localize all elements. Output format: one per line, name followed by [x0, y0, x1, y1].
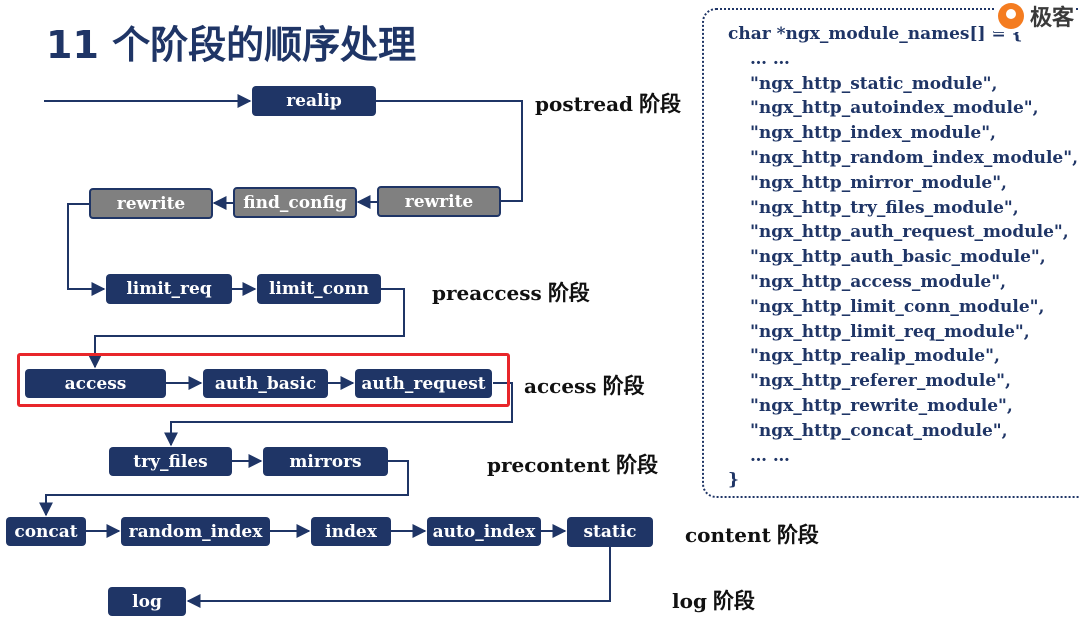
- code-line: "ngx_http_rewrite_module",: [750, 395, 1013, 416]
- module-limit-conn: limit_conn: [257, 274, 381, 304]
- code-line: "ngx_http_auth_basic_module",: [750, 247, 1046, 268]
- stage-suffix: 阶段: [547, 281, 590, 305]
- code-line: "ngx_http_auth_request_module",: [750, 222, 1069, 243]
- module-find-config: find_config: [233, 187, 357, 218]
- stage-name: postread: [535, 92, 634, 116]
- module-concat: concat: [6, 517, 86, 546]
- geektime-logo-icon: [998, 3, 1024, 29]
- arrow-limit-conn-to-access: [88, 288, 405, 369]
- brand-logo: 极客: [994, 0, 1075, 32]
- stage-name: preaccess: [432, 281, 542, 305]
- code-line: "ngx_http_concat_module",: [750, 420, 1008, 441]
- stage-suffix: 阶段: [602, 374, 645, 398]
- code-footer: }: [728, 470, 739, 491]
- module-try-files: try_files: [109, 447, 232, 476]
- code-line: "ngx_http_limit_conn_module",: [750, 296, 1045, 317]
- module-auth-basic: auth_basic: [203, 369, 328, 398]
- code-line: "ngx_http_index_module",: [750, 123, 996, 144]
- module-rewrite-server: rewrite: [89, 188, 213, 219]
- logo-text: 极客: [1030, 6, 1075, 31]
- arrow-rewrite-to-limit-req: [67, 203, 106, 296]
- stage-name: access: [524, 374, 597, 398]
- module-log: log: [108, 587, 186, 616]
- module-random-index: random_index: [121, 517, 270, 546]
- module-realip: realip: [252, 86, 376, 116]
- code-line: "ngx_http_static_module",: [750, 73, 998, 94]
- module-mirrors: mirrors: [263, 447, 388, 476]
- stage-suffix: 阶段: [712, 589, 755, 613]
- module-index: index: [311, 517, 391, 546]
- code-line: "ngx_http_referer_module",: [750, 371, 1011, 392]
- code-lines: "ngx_http_static_module", "ngx_http_autoi…: [728, 72, 1080, 444]
- arrow-mirrors-to-concat: [39, 460, 409, 517]
- stage-name: precontent: [487, 453, 611, 477]
- stage-name: log: [672, 589, 707, 613]
- arrow-auth-request-to-try-files: [164, 382, 513, 447]
- page-title: 11 个阶段的顺序处理: [46, 23, 417, 67]
- code-line: "ngx_http_random_index_module",: [750, 147, 1079, 168]
- code-line: "ngx_http_mirror_module",: [750, 172, 1007, 193]
- code-ellipsis-bottom: … …: [750, 445, 790, 466]
- module-auth-request: auth_request: [355, 369, 492, 398]
- stage-suffix: 阶段: [639, 92, 682, 116]
- code-line: "ngx_http_limit_req_module",: [750, 321, 1030, 342]
- code-ellipsis-top: … …: [750, 48, 790, 69]
- arrow-static-to-log: [186, 547, 611, 608]
- module-static: static: [567, 517, 653, 547]
- code-line: "ngx_http_autoindex_module",: [750, 98, 1039, 119]
- code-line: "ngx_http_realip_module",: [750, 346, 1000, 367]
- code-line: "ngx_http_access_module",: [750, 271, 1006, 292]
- stage-suffix: 阶段: [616, 453, 659, 477]
- module-rewrite-post-read: rewrite: [377, 186, 501, 217]
- code-header: char *ngx_module_names[] = {: [728, 24, 1023, 44]
- stage-name: content: [685, 523, 771, 547]
- stage-suffix: 阶段: [776, 523, 819, 547]
- module-access: access: [25, 369, 166, 398]
- module-names-code-panel: char *ngx_module_names[] = { … … "ngx_ht…: [702, 8, 1080, 498]
- module-auto-index: auto_index: [427, 517, 541, 546]
- code-line: "ngx_http_try_files_module",: [750, 197, 1019, 218]
- access-stage-highlight: [17, 353, 510, 407]
- module-limit-req: limit_req: [106, 274, 232, 304]
